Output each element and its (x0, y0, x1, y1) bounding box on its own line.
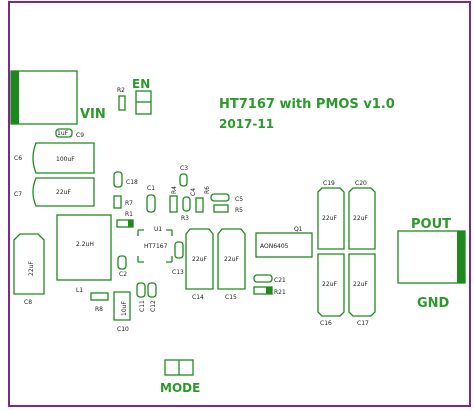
c17-value: 22uF (353, 281, 368, 288)
c20-footprint (348, 187, 376, 250)
c15-value: 22uF (224, 256, 239, 263)
c14-ref: C14 (192, 294, 204, 301)
c16-footprint (317, 253, 345, 317)
c1-footprint (146, 194, 156, 213)
l1-footprint (56, 214, 112, 281)
c5-ref: C5 (235, 196, 243, 203)
c4-footprint (182, 196, 191, 212)
c9-footprint (55, 128, 73, 138)
c3-footprint (179, 173, 188, 187)
c16-ref: C16 (320, 320, 332, 327)
r21-footprint (253, 286, 273, 295)
c6-value: 100uF (56, 156, 75, 163)
c20-ref: C20 (355, 180, 367, 187)
r5-footprint (213, 204, 229, 213)
c17-ref: C17 (357, 320, 369, 327)
c11-footprint (136, 282, 146, 298)
en-label: EN (132, 77, 150, 91)
r4-footprint (169, 195, 178, 213)
board-date: 2017-11 (219, 117, 274, 131)
c14-value: 22uF (192, 256, 207, 263)
r8-ref: R8 (95, 306, 103, 313)
board-outline (8, 1, 471, 407)
r7-footprint (113, 195, 122, 209)
c1-ref: C1 (147, 185, 155, 192)
c12-ref: C12 (150, 300, 157, 312)
c8-value: 22uF (28, 261, 35, 276)
c13-footprint (174, 241, 184, 259)
c21-ref: C21 (274, 277, 286, 284)
c19-footprint (317, 187, 345, 250)
c11-ref: C11 (139, 300, 146, 312)
c15-footprint (217, 228, 246, 290)
c3-ref: C3 (180, 165, 188, 172)
c2-ref: C2 (119, 271, 127, 278)
mode-jumper[interactable] (164, 359, 194, 376)
c15-ref: C15 (225, 294, 237, 301)
u1-footprint (137, 229, 173, 263)
c18-footprint (113, 171, 123, 188)
c8-ref: C8 (24, 299, 32, 306)
r8-footprint (90, 292, 109, 301)
q1-ref: Q1 (294, 226, 303, 233)
r5-ref: R5 (235, 207, 243, 214)
c20-value: 22uF (353, 215, 368, 222)
r6-footprint (195, 197, 204, 213)
en-jumper[interactable] (135, 90, 152, 115)
pout-label: POUT (411, 217, 451, 232)
u1-value: HT7167 (144, 243, 168, 250)
c7-value: 22uF (56, 189, 71, 196)
vin-label: VIN (80, 107, 106, 122)
q1-value: AON6405 (260, 243, 289, 250)
c6-ref: C6 (14, 155, 22, 162)
c18-ref: C18 (126, 179, 138, 186)
board-title: HT7167 with PMOS v1.0 (219, 97, 395, 112)
c19-value: 22uF (322, 215, 337, 222)
r21-ref: R21 (274, 289, 286, 296)
c10-footprint (113, 291, 131, 321)
c9-ref: C9 (76, 132, 84, 139)
c17-footprint (348, 253, 376, 317)
c7-ref: C7 (14, 191, 22, 198)
r3-ref: R3 (181, 215, 189, 222)
c2-footprint (117, 255, 127, 270)
c14-footprint (185, 228, 214, 290)
mode-label: MODE (160, 381, 200, 395)
c7-footprint (32, 177, 95, 207)
c9-value: 1uF (57, 130, 69, 137)
c21-footprint (253, 274, 273, 283)
pout-connector[interactable] (397, 230, 466, 284)
c16-value: 22uF (322, 281, 337, 288)
c8-footprint (13, 233, 45, 295)
gnd-label: GND (417, 296, 450, 311)
c10-value: 10uF (121, 301, 128, 316)
l1-ref: L1 (76, 287, 83, 294)
r2-ref: R2 (117, 87, 125, 94)
r2-footprint (118, 95, 126, 111)
r1-ref: R1 (125, 211, 133, 218)
c6-footprint (32, 142, 95, 174)
r1-footprint (116, 219, 134, 228)
c12-footprint (147, 282, 157, 298)
c19-ref: C19 (323, 180, 335, 187)
q1-footprint (255, 232, 313, 258)
r6-ref: R6 (204, 186, 211, 194)
r4-ref: R4 (171, 186, 178, 194)
c5-footprint (210, 193, 230, 202)
r7-ref: R7 (125, 200, 133, 207)
c10-ref: C10 (117, 326, 129, 333)
c13-ref: C13 (172, 269, 184, 276)
c4-ref: C4 (190, 188, 197, 196)
l1-value: 2.2uH (76, 241, 94, 248)
u1-ref: U1 (154, 226, 162, 233)
vin-connector[interactable] (10, 70, 78, 125)
